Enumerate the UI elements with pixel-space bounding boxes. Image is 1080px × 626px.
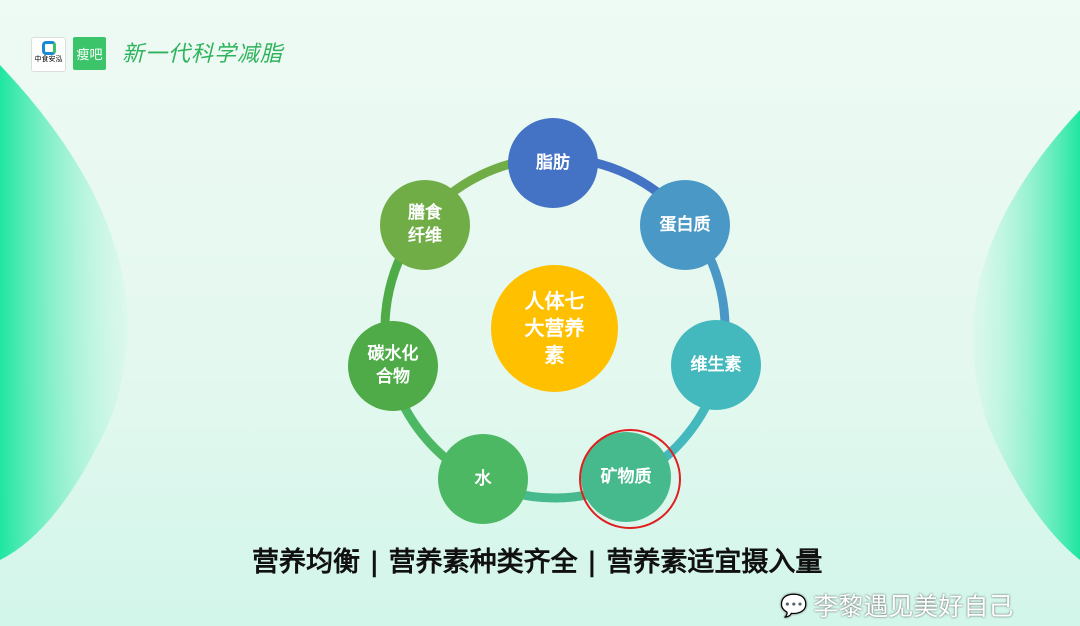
left-swoosh [0,65,128,560]
right-swoosh [972,110,1080,560]
nutrient-node: 碳水化 合物 [348,321,438,411]
nutrient-node: 脂肪 [508,118,598,208]
watermark: 💬 李黎遇见美好自己 [780,592,1014,621]
company-logo: 中食安泓 [31,37,66,72]
slogan: 新一代科学减脂 [122,42,284,67]
app-logo: 瘦吧 [73,37,106,70]
wechat-icon: 💬 [780,594,808,619]
nutrient-node: 膳食 纤维 [380,180,470,270]
nutrient-node: 蛋白质 [640,180,730,270]
logo-mark-icon [41,41,56,55]
nutrient-node: 维生素 [671,320,761,410]
footer-text: 营养均衡 | 营养素种类齐全 | 营养素适宜摄入量 [252,547,823,578]
nutrient-node: 水 [438,434,528,524]
highlight-circle [579,429,681,529]
center-node: 人体七 大营养 素 [491,265,618,392]
